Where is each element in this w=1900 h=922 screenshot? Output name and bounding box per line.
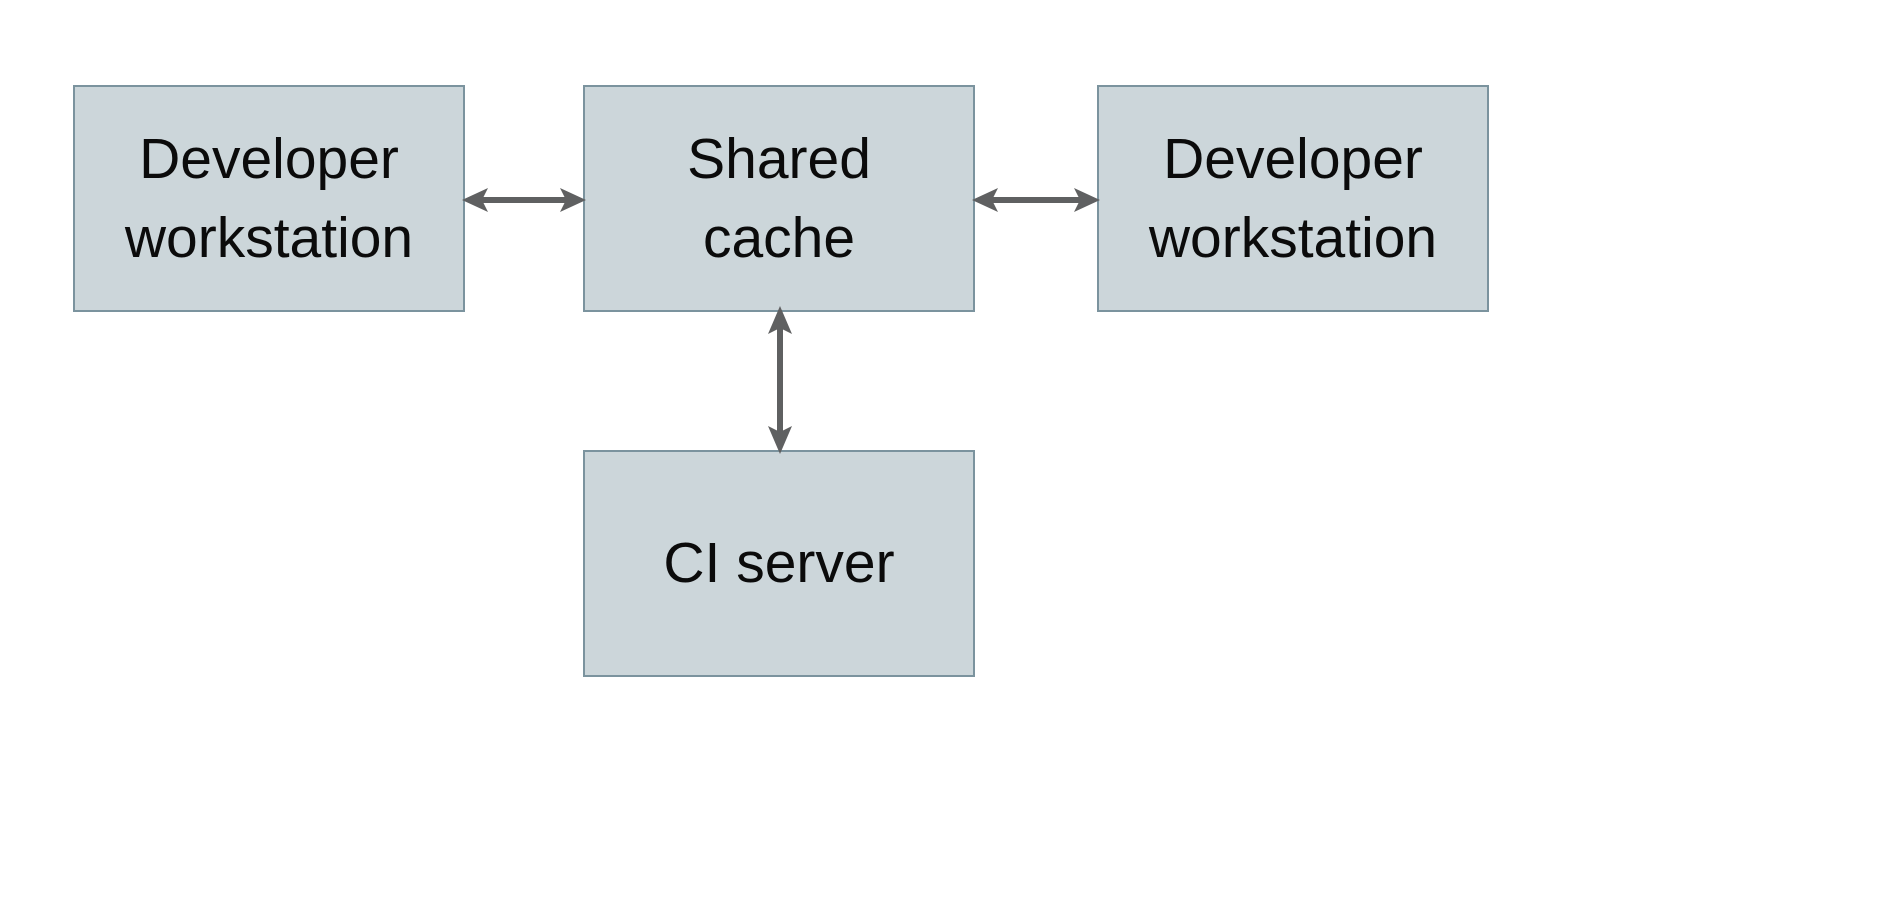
node-developer-workstation-left[interactable]: Developer workstation [73, 85, 465, 312]
node-shared-cache[interactable]: Shared cache [583, 85, 975, 312]
node-label: CI server [663, 531, 895, 596]
node-label: Shared cache [687, 126, 871, 270]
edge-shared-cache-to-ci-server [768, 306, 792, 454]
edge-shared-cache-to-developer-right [972, 188, 1100, 212]
edge-developer-left-to-shared-cache [462, 188, 586, 212]
node-label: Developer workstation [124, 126, 414, 270]
node-developer-workstation-right[interactable]: Developer workstation [1097, 85, 1489, 312]
node-ci-server[interactable]: CI server [583, 450, 975, 677]
node-label: Developer workstation [1148, 126, 1438, 270]
